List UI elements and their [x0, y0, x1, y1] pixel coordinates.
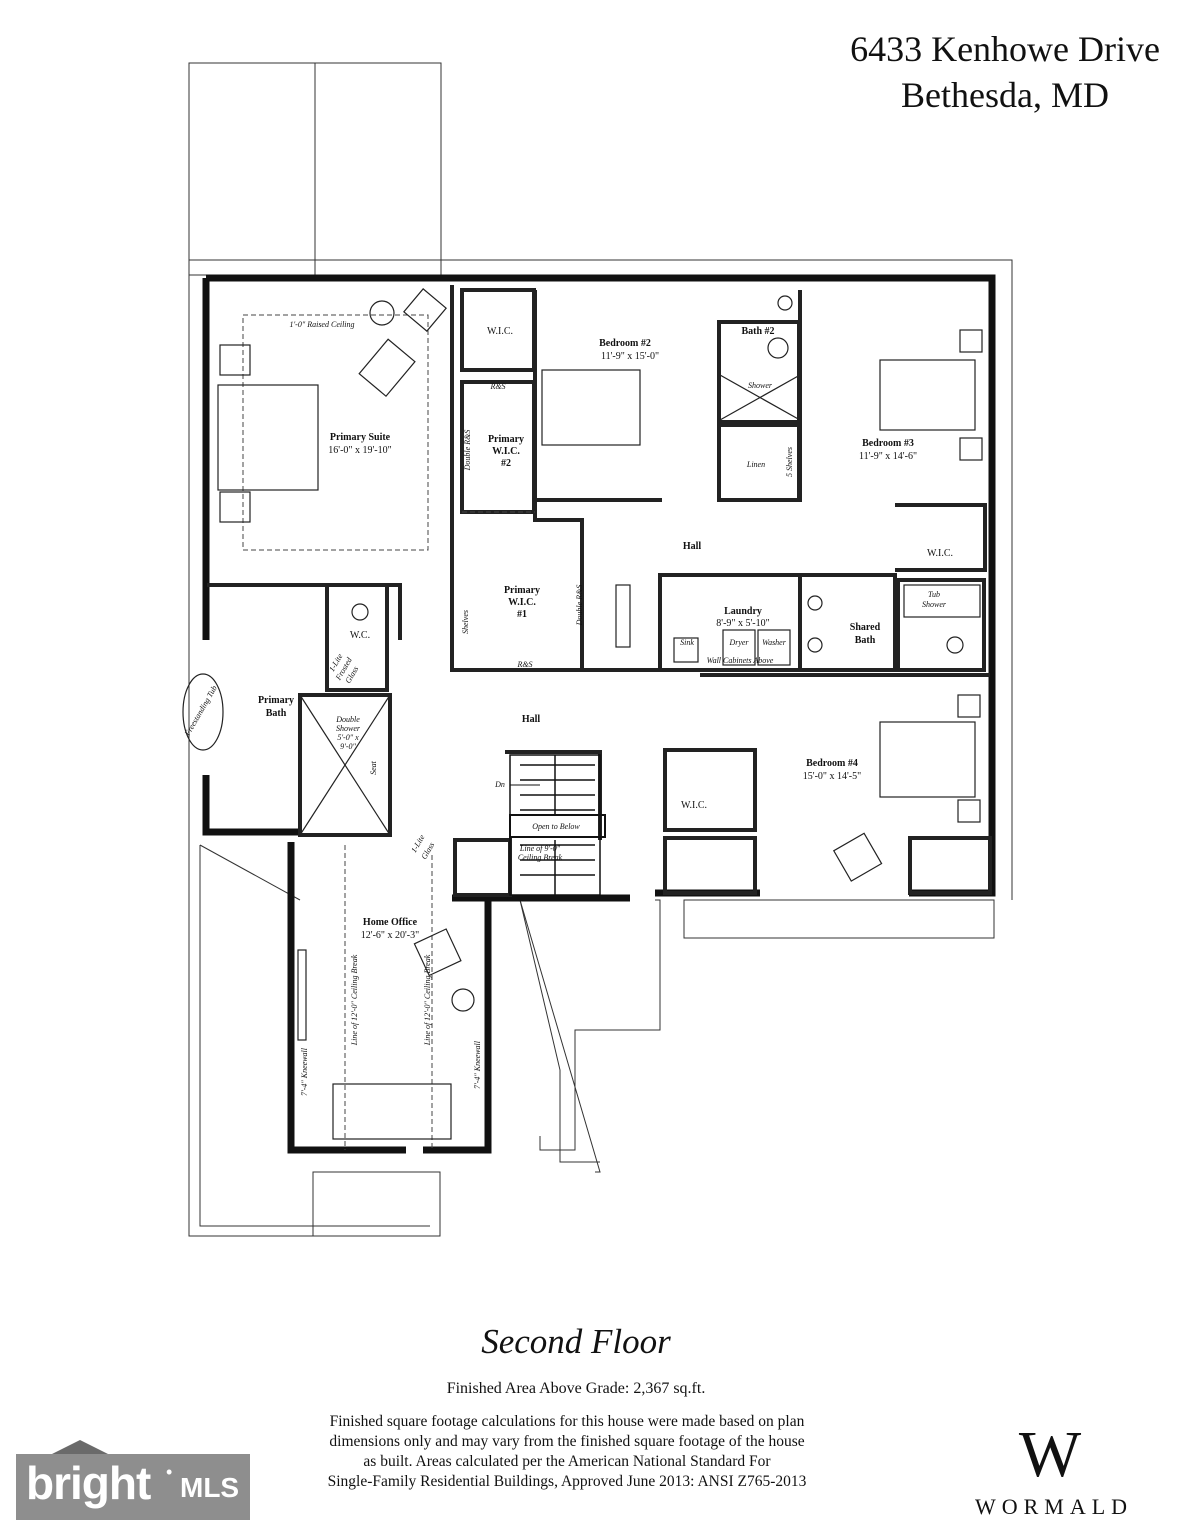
label-laundry: Laundry — [724, 606, 762, 617]
furniture — [182, 288, 983, 1140]
label-double-shower-l1: Double — [335, 715, 360, 724]
label-home-office-dims: 12'-6" x 20'-3" — [361, 930, 419, 941]
label-freestanding-tub: Freestanding Tub — [182, 684, 218, 738]
label-shared-bath-l1: Shared — [850, 622, 881, 633]
house-roof-icon — [52, 1440, 108, 1454]
label-ceiling-break-l2: Ceiling Break — [518, 853, 563, 862]
watermark-suffix: MLS — [180, 1472, 240, 1503]
label-primary-wic-1-l1: Primary — [504, 585, 540, 596]
label-raised-ceiling: 1'-0" Raised Ceiling — [289, 320, 354, 329]
label-shower: Shower — [748, 381, 773, 390]
label-washer: Washer — [762, 638, 787, 647]
label-5-shelves: 5 Shelves — [785, 447, 794, 477]
watermark-brand: bright — [26, 1457, 151, 1509]
label-primary-suite-dims: 16'-0" x 19'-10" — [328, 445, 391, 456]
disclaimer-line: as built. Areas calculated per the Ameri… — [363, 1453, 771, 1470]
label-linen: Linen — [746, 460, 765, 469]
label-bedroom-4: Bedroom #4 — [806, 758, 858, 769]
label-dn: Dn — [494, 780, 505, 789]
label-sink: Sink — [680, 638, 694, 647]
wormald-logo-mark: W — [1018, 1418, 1082, 1491]
label-primary-bath-l1: Primary — [258, 695, 294, 706]
label-primary-bath-l2: Bath — [266, 708, 287, 719]
label-hall-lower: Hall — [522, 714, 541, 725]
label-wic-b4: W.I.C. — [681, 800, 707, 811]
label-wic-right: W.I.C. — [927, 548, 953, 559]
label-seat: Seat — [369, 760, 378, 775]
stair — [509, 754, 606, 896]
disclaimer-line: Finished square footage calculations for… — [329, 1413, 805, 1430]
label-kneewall-right: 7'-4" Kneewall — [473, 1040, 482, 1089]
label-primary-wic-1-l2: W.I.C. — [508, 597, 536, 608]
label-double-shower-l4: 9'-0" — [340, 742, 356, 751]
label-double-rs-left: Double R&S — [463, 430, 472, 472]
floor-title: Second Floor — [481, 1322, 671, 1361]
label-wic-top: W.I.C. — [487, 326, 513, 337]
address-line-1: 6433 Kenhowe Drive — [850, 29, 1160, 69]
address-line-2: Bethesda, MD — [901, 75, 1110, 115]
ceiling-lines — [242, 314, 535, 1150]
label-tub-l2: Shower — [922, 600, 947, 609]
wormald-logo-text: WORMALD — [974, 1494, 1134, 1519]
label-shared-bath-l2: Bath — [855, 635, 876, 646]
disclaimer-line: dimensions only and may vary from the fi… — [329, 1433, 805, 1450]
label-bedroom-3-dims: 11'-9" x 14'-6" — [859, 451, 917, 462]
finished-area: Finished Area Above Grade: 2,367 sq.ft. — [446, 1380, 706, 1397]
label-wc: W.C. — [350, 630, 370, 641]
disclaimer-line: Single-Family Residential Buildings, App… — [327, 1473, 807, 1490]
label-ceiling-break-12a: Line of 12'-0" Ceiling Break — [350, 954, 359, 1046]
label-bath-2: Bath #2 — [741, 326, 774, 337]
label-double-rs-right: Double R&S — [575, 585, 584, 627]
label-bedroom-2-dims: 11'-9" x 15'-0" — [601, 351, 659, 362]
room-labels: 1'-0" Raised Ceiling Primary Suite 16'-0… — [182, 320, 953, 1096]
label-tub-l1: Tub — [928, 590, 940, 599]
label-double-shower-l2: Shower — [336, 724, 361, 733]
disclaimer: Finished square footage calculations for… — [268, 1412, 866, 1492]
label-primary-suite: Primary Suite — [330, 432, 391, 443]
label-primary-wic-2-l1: Primary — [488, 434, 524, 445]
label-bedroom-4-dims: 15'-0" x 14'-5" — [803, 771, 861, 782]
label-primary-wic-1-l3: #1 — [517, 609, 527, 620]
label-primary-wic-2-l2: W.I.C. — [492, 446, 520, 457]
bright-mls-watermark: bright • MLS — [16, 1454, 250, 1520]
exterior-walls — [202, 274, 996, 1154]
watermark-dot-icon: • — [166, 1462, 173, 1482]
label-ceiling-break-12b: Line of 12'-0" Ceiling Break — [423, 954, 432, 1046]
label-dryer: Dryer — [728, 638, 749, 647]
label-hall-upper: Hall — [683, 541, 702, 552]
label-laundry-dims: 8'-9" x 5'-10" — [716, 618, 769, 629]
interior-walls — [207, 285, 992, 897]
label-primary-wic-2-l3: #2 — [501, 458, 511, 469]
label-rs-top: R&S — [489, 382, 505, 391]
label-wall-cabinets: Wall Cabinets Above — [707, 656, 774, 665]
label-kneewall-left: 7'-4" Kneewall — [300, 1047, 309, 1096]
label-bedroom-2: Bedroom #2 — [599, 338, 651, 349]
label-bedroom-3: Bedroom #3 — [862, 438, 914, 449]
floor-plan: 1'-0" Raised Ceiling Primary Suite 16'-0… — [182, 62, 1013, 1237]
label-double-shower-l3: 5'-0" x — [337, 733, 359, 742]
label-ceiling-break-l1: Line of 9'-0" — [519, 844, 561, 853]
label-open-to-below: Open to Below — [532, 822, 580, 831]
address-block: 6433 Kenhowe Drive Bethesda, MD — [850, 26, 1160, 118]
label-rs-bottom: R&S — [516, 660, 532, 669]
label-shelves: Shelves — [461, 610, 470, 634]
label-home-office: Home Office — [363, 917, 418, 928]
roof-outline — [188, 62, 1013, 1237]
